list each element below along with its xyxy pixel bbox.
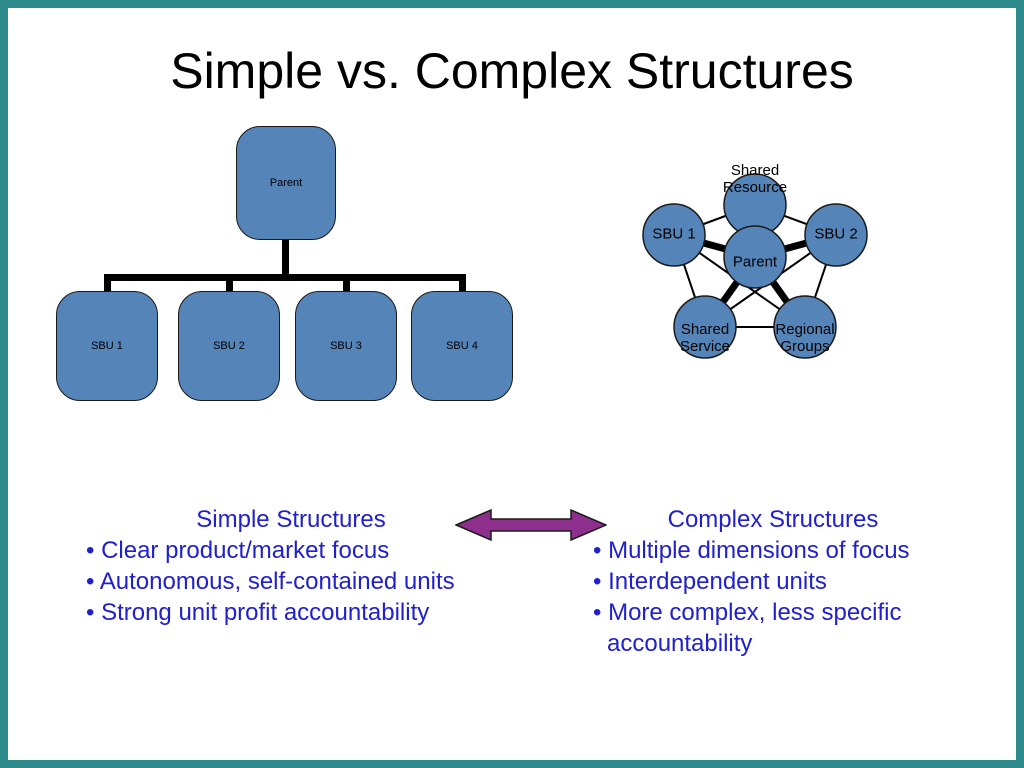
org-node-parent: Parent [236,126,336,240]
simple-bullet-2: • Autonomous, self-contained units [86,568,455,595]
double-arrow-icon [455,508,607,542]
network-graph [642,173,868,359]
org-connector-horizontal [104,274,466,281]
org-node-sbu2-label: SBU 2 [213,340,245,352]
complex-bullet-3: • More complex, less specific accountabi… [593,599,902,657]
org-node-sbu4-label: SBU 4 [446,340,478,352]
network-node-shared-service [673,295,737,359]
org-node-sbu4: SBU 4 [411,291,513,401]
complex-bullet-2: • Interdependent units [593,568,827,595]
org-node-parent-label: Parent [269,177,303,189]
network-label-shared-resource: Shared Resource [722,162,788,196]
org-node-sbu1-label: SBU 1 [91,340,123,352]
org-chart: Parent SBU 1 SBU 2 SBU 3 SBU 4 [48,118,528,418]
simple-structures-heading: Simple Structures [196,506,386,533]
network-label-sbu2: SBU 2 [814,225,858,243]
org-node-sbu1: SBU 1 [56,291,158,401]
network-label-parent: Parent [732,253,778,271]
network-nodes [642,173,868,359]
org-connector-stub-4 [459,281,466,293]
org-node-sbu3-label: SBU 3 [330,340,362,352]
org-connector-stub-1 [104,281,111,293]
network-node-sbu1 [642,203,706,267]
org-connector-stub-2 [226,281,233,293]
complex-structures-column: Complex Structures • Multiple dimensions… [593,504,953,659]
network-label-regional-groups: Regional Groups [775,321,835,355]
org-connector-vertical [282,240,289,278]
simple-structures-column: Simple Structures • Clear product/market… [86,504,496,628]
simple-bullet-1: • Clear product/market focus [86,537,390,564]
complex-bullet-1: • Multiple dimensions of focus [593,537,910,564]
network-label-shared-service: Shared Service [679,321,731,355]
network-label-sbu1: SBU 1 [652,225,696,243]
network-diagram: Shared Resource SBU 1 SBU 2 Parent Share… [626,130,890,382]
org-connector-stub-3 [343,281,350,293]
network-node-parent [723,225,787,289]
org-node-sbu3: SBU 3 [295,291,397,401]
network-node-sbu2 [804,203,868,267]
complex-structures-heading: Complex Structures [667,506,879,533]
simple-bullet-3: • Strong unit profit accountability [86,599,430,626]
slide-title: Simple vs. Complex Structures [170,43,854,99]
network-node-regional-groups [773,295,837,359]
org-node-sbu2: SBU 2 [178,291,280,401]
